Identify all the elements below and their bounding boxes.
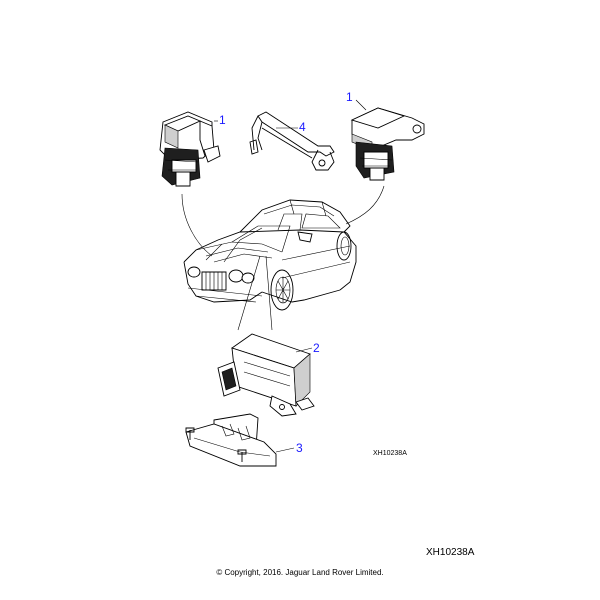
car-illustration — [183, 199, 357, 311]
mounting-bracket-part-3 — [185, 413, 277, 467]
callout-2: 2 — [313, 341, 320, 355]
control-module-part-2 — [217, 333, 315, 417]
illustration-reference-small: XH10238A — [373, 450, 407, 457]
bracket-part-4 — [249, 111, 335, 171]
callout-3: 3 — [296, 441, 303, 455]
illustration-reference-large: XH10238A — [426, 547, 475, 558]
callout-1-left: 1 — [219, 113, 226, 127]
sensor-right — [350, 107, 425, 181]
leader-lines — [181, 99, 385, 453]
copyright-notice: © Copyright, 2016. Jaguar Land Rover Lim… — [216, 568, 384, 577]
callout-1-right: 1 — [346, 90, 353, 104]
sensor-left — [159, 111, 221, 187]
callout-4: 4 — [299, 120, 306, 134]
